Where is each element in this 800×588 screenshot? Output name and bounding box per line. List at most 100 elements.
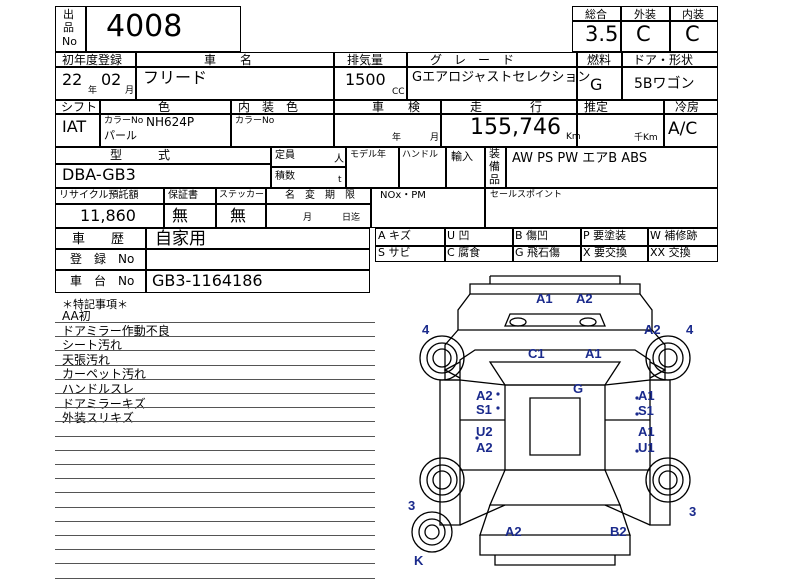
note-item: 天張汚れ <box>62 352 111 367</box>
equipment-label-2: 備 <box>489 160 500 173</box>
dmg-spare-k: K <box>414 553 424 568</box>
legend-item: XX 交換 <box>650 246 691 259</box>
legend-item: S サビ <box>378 246 411 259</box>
lot-label-2: 品 <box>63 21 74 34</box>
legend-item: U 凹 <box>447 229 470 242</box>
reg-month-unit: 月 <box>125 86 135 96</box>
lot-label-1: 出 <box>63 8 74 21</box>
dmg-tire-rl: 3 <box>408 498 415 513</box>
chassis-label: 車 台 No <box>70 274 135 288</box>
type-label: 型 式 <box>110 148 171 162</box>
dmg-tire-fr: 4 <box>686 322 694 337</box>
color-no: NH624P <box>146 115 195 129</box>
color-no-label: カラーNo <box>104 116 144 126</box>
model-name-label: 車 名 <box>204 53 253 67</box>
history-block <box>55 228 370 293</box>
dmg-tire-fl: 4 <box>422 322 430 337</box>
color-name: パール <box>104 129 137 142</box>
dmg-lr-door-2: A2 <box>476 440 493 455</box>
dmg-roof-c1: C1 <box>528 346 545 361</box>
note-item: ハンドルスレ <box>62 382 135 396</box>
load-label: 積数 <box>275 171 295 182</box>
dmg-glass-g: G <box>573 381 583 396</box>
note-item: シート汚れ <box>62 338 123 353</box>
interior-color-no-label: カラーNo <box>235 116 275 126</box>
inspection-label: 車 検 <box>372 100 421 114</box>
history-label: 車 歴 <box>72 232 125 247</box>
warranty-label: 保証書 <box>168 190 198 201</box>
insp-year-unit: 年 <box>392 133 402 143</box>
chassis: GB3-1164186 <box>152 271 263 290</box>
score-exterior-label: 外装 <box>634 8 656 21</box>
sticker-label: ステッカー <box>219 190 265 200</box>
score-interior-label: 内装 <box>682 8 704 21</box>
capacity-label: 定員 <box>275 150 295 161</box>
first-reg-label: 初年度登録 <box>62 53 123 67</box>
legend-item: C 腐食 <box>447 246 481 259</box>
note-item: AA初 <box>62 309 91 323</box>
recycle-label: リサイクル預託額 <box>59 190 139 201</box>
import-label: 輸入 <box>451 150 473 163</box>
fuel-label: 燃料 <box>587 53 612 67</box>
reg-no-label: 登 録 No <box>70 252 135 266</box>
score-exterior: C <box>636 22 651 46</box>
lot-number-box <box>55 6 241 52</box>
capacity-unit: 人 <box>334 154 344 165</box>
model-name: フリード <box>143 68 208 87</box>
info-grid <box>55 52 718 228</box>
equipment-label-3: 品 <box>489 173 500 186</box>
insp-month-unit: 月 <box>430 133 440 143</box>
displacement-label: 排気量 <box>347 53 384 67</box>
mileage: 155,746 <box>470 115 561 140</box>
score-overall: 3.5 <box>585 22 619 46</box>
note-item: ドアミラーキズ <box>62 396 146 411</box>
car-diagram: A1 A2 4 4 A2 C1 A1 G A2 S1 U2 A2 A1 S1 A… <box>408 275 696 568</box>
legend-item: X 要交換 <box>583 246 628 259</box>
legend-item: A キズ <box>378 229 412 242</box>
notes-title: ＊特記事項＊ <box>62 298 128 311</box>
reg-year-unit: 年 <box>88 86 98 96</box>
note-item: ドアミラー作動不良 <box>62 323 170 338</box>
equipment: AW PS PW エアB ABS <box>512 151 648 166</box>
fuel: G <box>590 75 603 94</box>
displacement-unit: CC <box>392 87 405 97</box>
sales-point-label: セールスポイント <box>490 190 563 200</box>
mileage-label: 走 行 <box>470 100 543 114</box>
name-change-day: 日迄 <box>342 213 361 223</box>
dmg-rr-door-1: A1 <box>638 424 655 439</box>
equipment-label-1: 装 <box>489 147 500 160</box>
lot-number: 4008 <box>106 9 183 44</box>
grade-label: グ レ ー ド <box>430 53 515 67</box>
legend-item: G 飛石傷 <box>515 246 561 259</box>
dmg-rf-door-2: S1 <box>638 403 654 418</box>
load-unit: t <box>338 175 342 185</box>
ac-label: 冷房 <box>675 100 700 114</box>
reg-month: 02 <box>101 70 122 89</box>
dmg-tire-rr: 3 <box>689 504 696 519</box>
dmg-rear-b2: B2 <box>610 524 627 539</box>
dmg-rear-a2: A2 <box>505 524 522 539</box>
color-label: 色 <box>158 100 171 114</box>
recycle: 11,860 <box>80 206 136 225</box>
interior-color-label: 内 装 色 <box>238 100 299 114</box>
legend-item: W 補修跡 <box>650 229 698 242</box>
reg-year: 22 <box>62 70 83 89</box>
grade: Gエアロジャストセレクション <box>412 70 591 85</box>
dmg-lf-door-2: S1 <box>476 402 492 417</box>
history: 自家用 <box>155 229 206 249</box>
handle-label: ハンドル <box>402 150 439 160</box>
shift: IAT <box>62 117 87 136</box>
score-interior: C <box>685 22 700 46</box>
type: DBA-GB3 <box>62 165 136 184</box>
name-change-label: 名 変 期 限 <box>285 190 355 201</box>
sticker: 無 <box>230 206 247 225</box>
nox-label: NOx・PM <box>380 190 426 201</box>
legend-item: P 要塗装 <box>583 229 627 242</box>
dmg-lr-door-1: U2 <box>476 424 493 439</box>
dmg-front-top-1: A1 <box>536 291 553 306</box>
dmg-roof-a1: A1 <box>585 346 602 361</box>
door: 5Bワゴン <box>634 76 695 92</box>
mileage-unit: Km <box>566 132 581 142</box>
dmg-rr-door-2: U1 <box>638 440 655 455</box>
displacement: 1500 <box>345 70 386 89</box>
